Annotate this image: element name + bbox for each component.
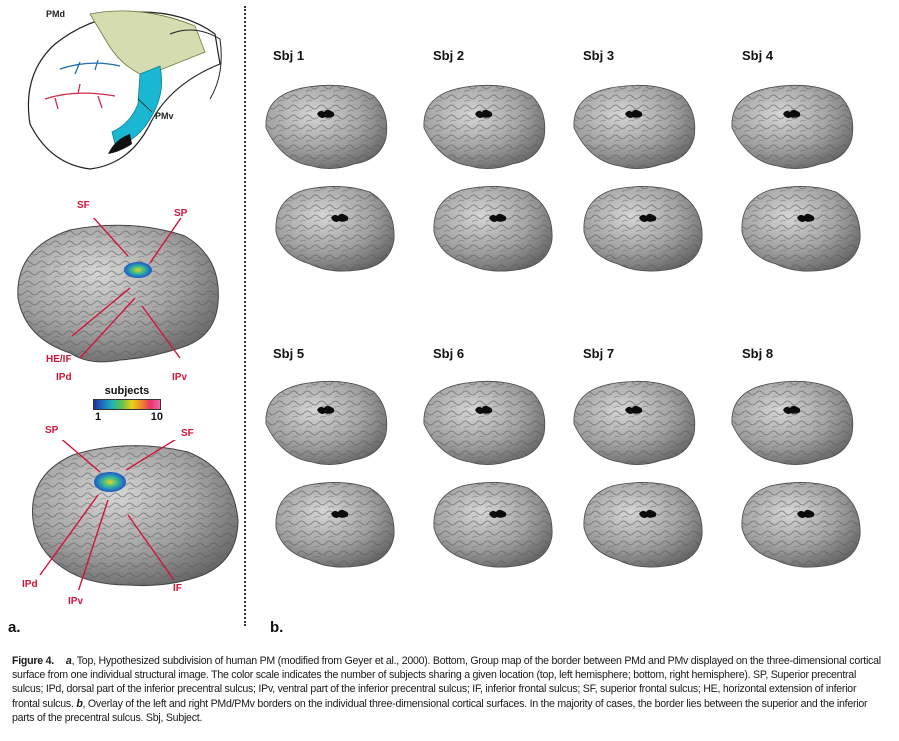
border-blob	[124, 262, 152, 278]
group-map-brain-right	[32, 440, 239, 590]
pmv-label: PMv	[155, 111, 174, 121]
subject-label-4: Sbj 4	[742, 48, 774, 63]
pmv-region	[111, 65, 163, 145]
subject-5-brain-right	[275, 482, 395, 568]
scale-min: 1	[95, 411, 102, 423]
caption-b-label: b	[76, 697, 83, 710]
sf-label-top: SF	[77, 200, 90, 211]
caption-a-label: a	[65, 655, 72, 667]
border-mark	[489, 213, 507, 222]
sp-label-top: SP	[174, 208, 188, 219]
panel-b-letter: b.	[270, 619, 284, 636]
panel-a-letter: a.	[8, 619, 21, 636]
ipv-label-bottom: IPv	[68, 596, 84, 607]
border-blob	[94, 472, 126, 492]
group-map-brain-left	[17, 218, 219, 363]
border-mark	[331, 213, 349, 222]
he-if-label: HE/IF	[46, 354, 72, 365]
border-mark	[475, 405, 493, 414]
sp-label-bottom: SP	[45, 425, 59, 436]
subject-8-brain-right	[741, 482, 861, 568]
ipv-label-top: IPv	[172, 372, 188, 383]
subject-label-2: Sbj 2	[433, 48, 465, 63]
subjects-color-scale: subjects 1 10	[93, 385, 163, 424]
subject-label-8: Sbj 8	[742, 346, 774, 361]
subject-2-brain-right	[433, 186, 553, 272]
border-mark	[331, 509, 349, 518]
subject-3-brain-left	[573, 84, 696, 169]
scale-max: 10	[150, 411, 163, 423]
ipd-label-top: IPd	[56, 372, 72, 383]
border-mark	[625, 109, 643, 118]
border-mark	[783, 109, 801, 118]
scale-bar	[93, 399, 161, 410]
sf-label-bottom: SF	[181, 428, 194, 439]
subject-5-brain-left	[265, 380, 388, 465]
subject-1-brain-left	[265, 84, 388, 169]
subject-label-1: Sbj 1	[273, 48, 305, 63]
caption-a-text: , Top, Hypothesized subdivision of human…	[12, 655, 881, 710]
ipd-label-bottom: IPd	[22, 579, 38, 590]
subject-label-5: Sbj 5	[273, 346, 305, 361]
subject-1-brain-right	[275, 186, 395, 272]
subject-4-brain-left	[731, 84, 854, 169]
figure-number: Figure 4.	[12, 655, 54, 667]
subject-2-brain-left	[423, 84, 546, 169]
subject-4-brain-right	[741, 186, 861, 272]
figure-caption: Figure 4. a, Top, Hypothesized subdivisio…	[12, 654, 882, 725]
subject-label-7: Sbj 7	[583, 346, 615, 361]
border-mark	[797, 509, 815, 518]
subject-label-3: Sbj 3	[583, 48, 615, 63]
subject-3-brain-right	[583, 186, 703, 272]
subject-label-6: Sbj 6	[433, 346, 465, 361]
subject-7-brain-right	[583, 482, 703, 568]
pmd-label: PMd	[46, 9, 65, 19]
border-mark	[783, 405, 801, 414]
subject-6-brain-left	[423, 380, 546, 465]
border-mark	[489, 509, 507, 518]
subject-8-brain-left	[731, 380, 854, 465]
pm-subdivision-sketch	[27, 10, 222, 170]
border-mark	[317, 109, 335, 118]
border-mark	[797, 213, 815, 222]
subject-6-brain-right	[433, 482, 553, 568]
border-mark	[639, 213, 657, 222]
panel-divider	[244, 6, 246, 626]
border-mark	[625, 405, 643, 414]
subject-7-brain-left	[573, 380, 696, 465]
scale-title: subjects	[104, 385, 150, 397]
pmd-region	[89, 10, 206, 75]
border-mark	[639, 509, 657, 518]
if-label-bottom: IF	[173, 583, 182, 594]
border-mark	[475, 109, 493, 118]
border-mark	[317, 405, 335, 414]
caption-b-text: , Overlay of the left and right PMd/PMv …	[12, 697, 868, 724]
